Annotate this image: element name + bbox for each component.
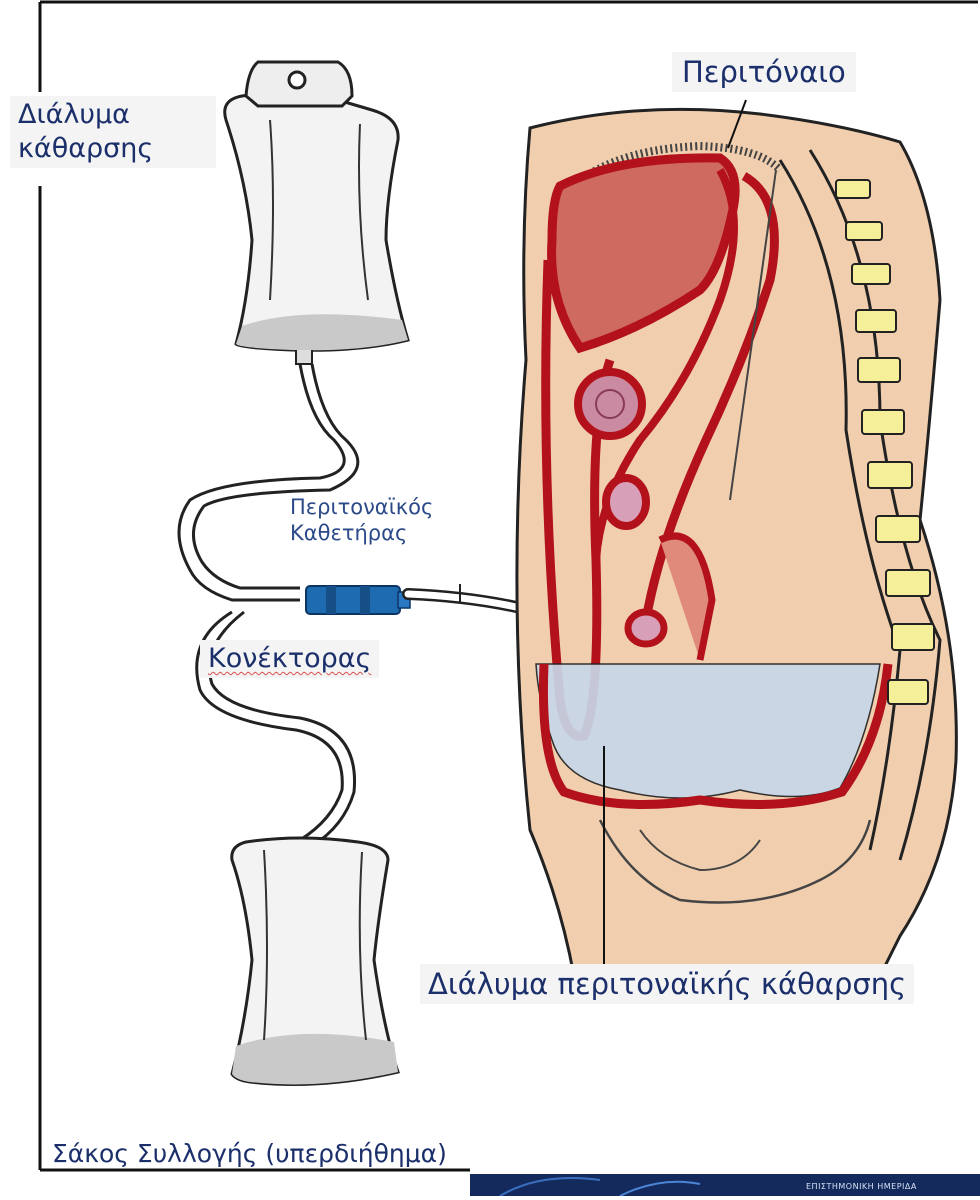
abdomen-cross-section	[517, 109, 956, 976]
dialysate-label: Διάλυμα περιτοναϊκής κάθαρσης	[420, 964, 914, 1004]
catheter-label-line2: Καθετήρας	[290, 520, 433, 546]
catheter-label: Περιτοναϊκός Καθετήρας	[290, 494, 433, 547]
solution-bag-label-line1: Διάλυμα	[18, 98, 208, 132]
connector-label: Κονέκτορας	[200, 640, 379, 678]
collection-bag-bottom	[232, 838, 398, 1084]
connector-piece	[306, 586, 410, 614]
solution-bag-top	[225, 62, 408, 364]
catheter-label-line1: Περιτοναϊκός	[290, 494, 433, 520]
collection-bag-label: Σάκος Συλλογής (υπερδιήθημα)	[52, 1138, 447, 1169]
peritoneum-label: Περιτόναιο	[672, 52, 856, 92]
solution-bag-label-line2: κάθαρσης	[18, 132, 208, 166]
footer-logo-text: ΕΠΙΣΤΗΜΟΝΙΚΗ ΗΜΕΡΙΔΑ	[806, 1182, 917, 1191]
solution-bag-label: Διάλυμα κάθαρσης	[10, 96, 216, 168]
